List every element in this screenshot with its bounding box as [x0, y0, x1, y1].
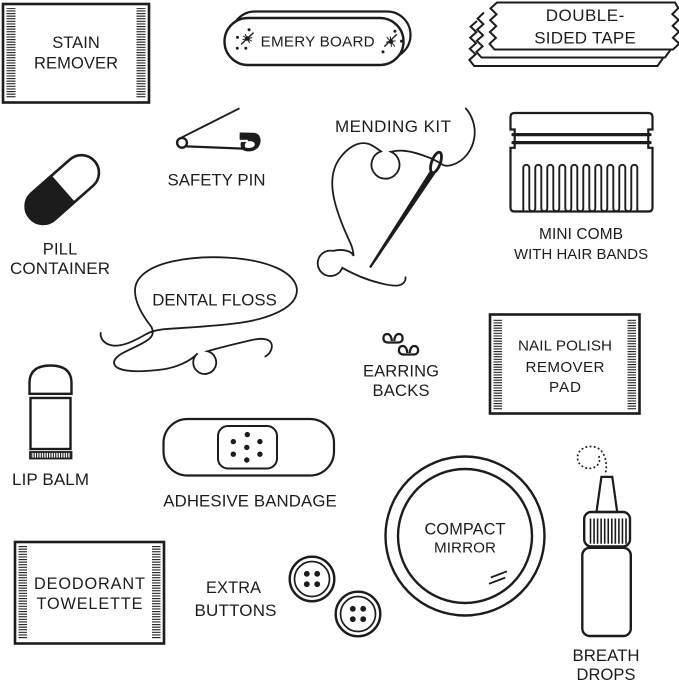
svg-text:EARRING: EARRING — [363, 362, 439, 380]
svg-text:BREATH: BREATH — [573, 646, 640, 665]
svg-text:PAD: PAD — [549, 379, 581, 396]
svg-text:MIRROR: MIRROR — [434, 540, 496, 557]
svg-text:MINI COMB: MINI COMB — [539, 226, 623, 243]
svg-text:TOWELETTE: TOWELETTE — [37, 595, 143, 613]
svg-text:NAIL POLISH: NAIL POLISH — [518, 338, 612, 355]
svg-text:SIDED TAPE: SIDED TAPE — [534, 29, 636, 48]
svg-text:ADHESIVE BANDAGE: ADHESIVE BANDAGE — [163, 491, 337, 510]
svg-text:DENTAL FLOSS: DENTAL FLOSS — [152, 290, 277, 309]
svg-text:STAIN: STAIN — [52, 34, 100, 52]
svg-text:DEODORANT: DEODORANT — [34, 575, 145, 593]
svg-text:DOUBLE-: DOUBLE- — [546, 6, 625, 25]
svg-text:SAFETY PIN: SAFETY PIN — [168, 171, 266, 190]
svg-text:WITH HAIR BANDS: WITH HAIR BANDS — [514, 247, 648, 263]
svg-text:REMOVER: REMOVER — [526, 359, 605, 376]
svg-text:COMPACT: COMPACT — [425, 520, 506, 538]
svg-text:BUTTONS: BUTTONS — [195, 601, 277, 620]
svg-text:MENDING KIT: MENDING KIT — [335, 117, 451, 136]
svg-text:LIP BALM: LIP BALM — [12, 470, 89, 489]
svg-text:REMOVER: REMOVER — [34, 55, 118, 73]
svg-text:EXTRA: EXTRA — [206, 579, 261, 597]
svg-text:BACKS: BACKS — [373, 382, 430, 400]
svg-text:CONTAINER: CONTAINER — [10, 259, 110, 278]
svg-text:EMERY BOARD: EMERY BOARD — [261, 34, 375, 51]
svg-text:DROPS: DROPS — [577, 666, 636, 683]
svg-text:PILL: PILL — [43, 240, 78, 258]
